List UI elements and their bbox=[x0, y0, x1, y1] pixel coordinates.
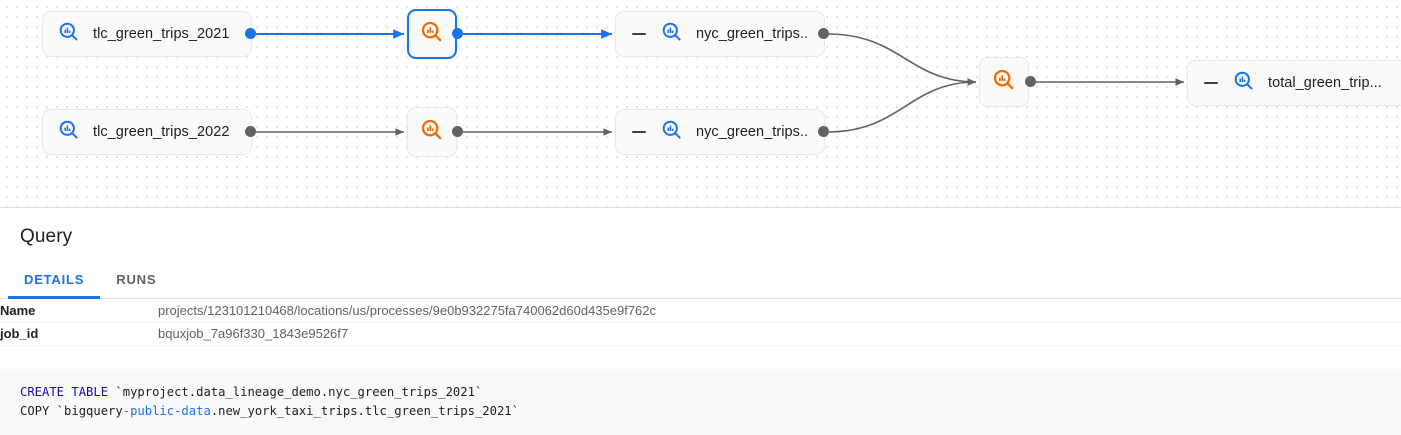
bigquery-table-icon bbox=[57, 118, 81, 147]
collapse-node-icon[interactable] bbox=[1202, 74, 1220, 92]
node-output-port[interactable] bbox=[818, 28, 829, 39]
page-title: Query bbox=[20, 226, 73, 247]
collapse-node-icon[interactable] bbox=[630, 123, 648, 141]
tab-runs[interactable]: RUNS bbox=[116, 272, 157, 287]
node-output-port[interactable] bbox=[1025, 76, 1036, 87]
sql-code-block: CREATE TABLE `myproject.data_lineage_dem… bbox=[0, 368, 1401, 435]
tab-details[interactable]: DETAILS bbox=[8, 272, 101, 299]
graph-node-label: nyc_green_trips... bbox=[696, 26, 808, 42]
sql-line2-pre: COPY `bigquery bbox=[20, 403, 123, 418]
row-key: job_id bbox=[0, 322, 158, 346]
graph-node-nyc-green-trips-bottom[interactable]: nyc_green_trips... bbox=[615, 109, 825, 155]
sql-line1-rest: `myproject.data_lineage_demo.nyc_green_t… bbox=[108, 384, 483, 399]
row-value: bquxjob_7a96f330_1843e9526f7 bbox=[158, 322, 1401, 346]
bigquery-process-icon bbox=[419, 117, 445, 148]
node-output-port[interactable] bbox=[452, 28, 463, 39]
row-key: Name bbox=[0, 299, 158, 323]
table-row: job_id bquxjob_7a96f330_1843e9526f7 bbox=[0, 322, 1401, 346]
table-row: Name projects/123101210468/locations/us/… bbox=[0, 299, 1401, 323]
bigquery-process-icon bbox=[991, 67, 1017, 98]
graph-node-process-selected[interactable] bbox=[407, 9, 457, 59]
tab-bar: DETAILS RUNS bbox=[0, 262, 1401, 299]
graph-node-process-merge[interactable] bbox=[979, 57, 1029, 107]
sql-keyword-create-table: CREATE TABLE bbox=[20, 384, 109, 399]
graph-node-label: nyc_green_trips... bbox=[696, 124, 808, 140]
node-output-port[interactable] bbox=[452, 126, 463, 137]
node-output-port[interactable] bbox=[245, 28, 256, 39]
graph-node-label: total_green_trip... bbox=[1268, 75, 1382, 91]
graph-node-nyc-green-trips-top[interactable]: nyc_green_trips... bbox=[615, 11, 825, 57]
details-panel: Query DETAILS RUNS Name projects/1231012… bbox=[0, 208, 1401, 435]
bigquery-table-icon bbox=[660, 118, 684, 147]
node-output-port[interactable] bbox=[818, 126, 829, 137]
lineage-graph-canvas[interactable]: tlc_green_trips_2021 tlc_green_trips_202… bbox=[0, 0, 1401, 207]
graph-node-label: tlc_green_trips_2021 bbox=[93, 26, 230, 42]
details-table: Name projects/123101210468/locations/us/… bbox=[0, 299, 1401, 346]
graph-node-tlc-green-trips-2021[interactable]: tlc_green_trips_2021 bbox=[42, 11, 252, 57]
node-output-port[interactable] bbox=[245, 126, 256, 137]
bigquery-table-icon bbox=[1232, 69, 1256, 98]
row-value: projects/123101210468/locations/us/proce… bbox=[158, 299, 1401, 323]
bigquery-process-icon bbox=[419, 19, 445, 50]
bigquery-table-icon bbox=[660, 20, 684, 49]
graph-node-label: tlc_green_trips_2022 bbox=[93, 124, 230, 140]
sql-line2-rest: .new_york_taxi_trips.tlc_green_trips_202… bbox=[210, 403, 519, 418]
graph-node-total-green-trips[interactable]: total_green_trip... bbox=[1187, 60, 1401, 106]
graph-node-tlc-green-trips-2022[interactable]: tlc_green_trips_2022 bbox=[42, 109, 252, 155]
graph-node-process[interactable] bbox=[407, 107, 457, 157]
sql-highlight-public-data: -public-data bbox=[122, 403, 211, 418]
collapse-node-icon[interactable] bbox=[630, 25, 648, 43]
bigquery-table-icon bbox=[57, 20, 81, 49]
